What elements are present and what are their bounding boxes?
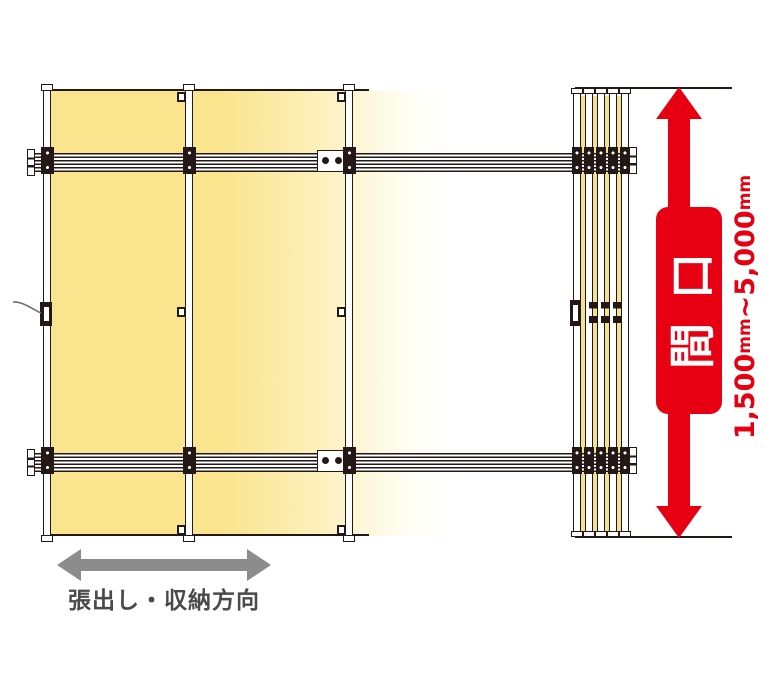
stacked-bar-bottom-cap bbox=[619, 531, 631, 537]
stack-clip-pair bbox=[589, 302, 597, 323]
fabric-top-edge bbox=[45, 89, 369, 91]
stacked-bar-bottom-cap bbox=[595, 531, 607, 537]
stacked-bar-top-cap bbox=[607, 88, 619, 94]
direction-label: 張出し・収納方向 bbox=[68, 588, 260, 614]
rail-connector bbox=[343, 447, 356, 474]
rail-connector bbox=[584, 147, 594, 174]
stacked-bar-bottom-cap bbox=[583, 531, 595, 537]
leading-bar-latch-slot bbox=[44, 307, 49, 321]
rail-connector bbox=[608, 147, 618, 174]
rail-connector bbox=[572, 447, 582, 474]
range-max-unit: mm bbox=[735, 174, 755, 211]
rail-top-right-cap bbox=[629, 147, 637, 174]
stacked-bar-top-cap bbox=[595, 88, 607, 94]
range-max: 5,000 bbox=[729, 210, 761, 296]
stacked-bar-bottom-cap bbox=[607, 531, 619, 537]
panel-clip bbox=[177, 525, 186, 535]
rail-bottom-right-cap bbox=[629, 447, 637, 474]
fabric-bottom-edge bbox=[45, 534, 369, 536]
opening-ref-line-bottom bbox=[575, 536, 732, 538]
stacked-bar-top-cap bbox=[571, 88, 583, 94]
rail-connector bbox=[620, 447, 630, 474]
range-min: 1,500 bbox=[729, 353, 761, 440]
folded-fabric-strip bbox=[581, 96, 585, 531]
rail-bottom-left-cap bbox=[27, 449, 35, 476]
frame-bar-bottom-cap bbox=[183, 535, 195, 542]
opening-ref-line-top bbox=[575, 87, 732, 89]
opening-width-badge: 間口 bbox=[656, 207, 722, 414]
rail-connector bbox=[183, 147, 196, 174]
stacked-bar-bottom-cap bbox=[571, 531, 583, 537]
rail-connector bbox=[608, 447, 618, 474]
rail-connector bbox=[572, 147, 582, 174]
stack-clip-pair bbox=[601, 302, 609, 323]
frame-bar-bottom-cap bbox=[343, 535, 355, 542]
rail-connector bbox=[596, 447, 606, 474]
stack-clip-pair bbox=[613, 302, 621, 323]
rail-connector bbox=[41, 447, 54, 474]
range-tilde: ~ bbox=[729, 295, 761, 319]
panel-clip bbox=[337, 92, 346, 102]
rail-connector bbox=[620, 147, 630, 174]
rail-connector bbox=[343, 147, 356, 174]
opening-width-label: 間口 bbox=[665, 228, 719, 369]
frame-bar-bottom-cap bbox=[41, 535, 53, 542]
stacked-bar-top-cap bbox=[583, 88, 595, 94]
rail-top-joint bbox=[317, 150, 346, 172]
stack-bar-latch-slot bbox=[573, 305, 578, 321]
rail-top-left-cap bbox=[27, 149, 35, 176]
panel-clip bbox=[177, 92, 186, 102]
rail-connector bbox=[584, 447, 594, 474]
panel-clip bbox=[337, 525, 346, 535]
panel-clip bbox=[177, 307, 186, 317]
frame-bar-top-cap bbox=[183, 84, 195, 91]
rail-connector bbox=[41, 147, 54, 174]
panel-clip bbox=[337, 307, 346, 317]
stacked-bar-top-cap bbox=[619, 88, 631, 94]
rail-connector bbox=[596, 147, 606, 174]
rail-bottom-joint bbox=[317, 450, 346, 472]
rail-connector bbox=[183, 447, 196, 474]
frame-bar-top-cap bbox=[343, 84, 355, 91]
frame-bar-top-cap bbox=[41, 84, 53, 91]
range-min-unit: mm bbox=[735, 318, 755, 354]
